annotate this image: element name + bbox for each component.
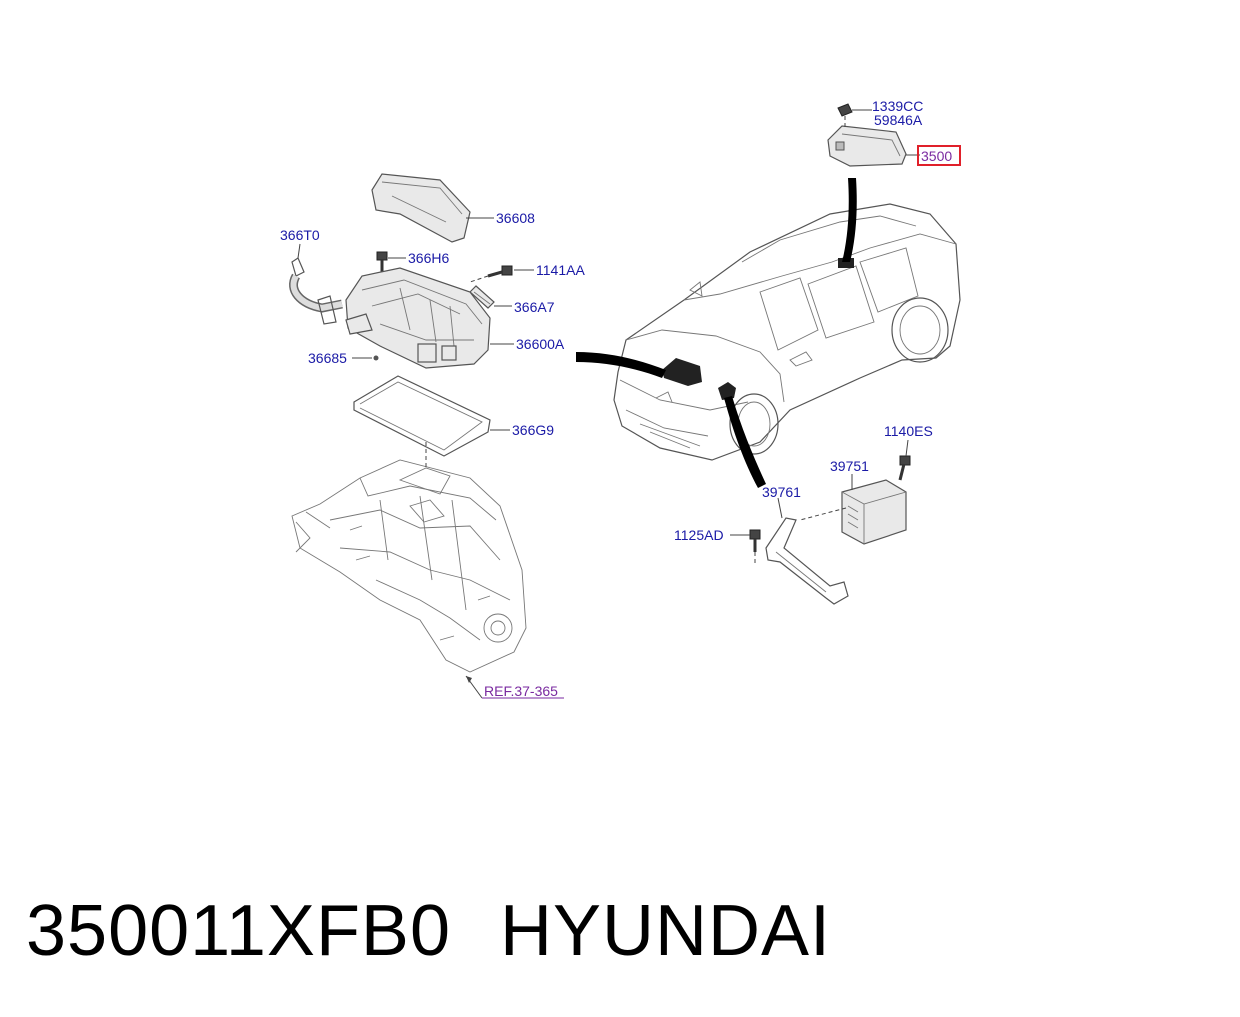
bolt-1140ES [898,439,911,481]
inverter-36600A [345,267,514,369]
label-39751: 39751 [830,458,869,474]
label-ref-37-365[interactable]: REF.37-365 [484,683,558,699]
label-1125AD: 1125AD [674,527,724,543]
highlight-box-3500[interactable] [917,145,961,166]
cover-36608 [371,173,494,243]
label-36685: 36685 [308,350,347,366]
bracket-39761 [765,497,849,605]
label-366G9: 366G9 [512,422,554,438]
gasket-366A7 [469,285,512,309]
label-1140ES: 1140ES [884,423,933,439]
control-unit-3500 [827,103,920,167]
ecu-39751 [799,474,907,545]
bolt-1125AD [730,529,761,566]
label-39761: 39761 [762,484,801,500]
parts-diagram: 366T0 366H6 36608 1141AA 366A7 36600A 36… [280,98,961,699]
motor-housing [291,442,564,699]
footer [0,850,1240,1017]
label-366A7: 366A7 [514,299,555,315]
part-number: 350011XFB0 [26,891,451,971]
label-36600A: 36600A [516,336,565,352]
vehicle-outline [613,203,961,461]
label-36608: 36608 [496,210,535,226]
gasket-366G9 [353,375,510,457]
bolt-1141AA [469,265,534,283]
label-59846A: 59846A [874,112,923,128]
label-1141AA: 1141AA [536,262,585,278]
label-1339CC: 1339CC [872,98,923,114]
pin-36685 [352,355,379,361]
brand-name: HYUNDAI [500,891,832,971]
label-3500[interactable]: 3500 [921,148,952,164]
pointer-arrows [576,178,857,488]
label-366H6: 366H6 [408,250,449,266]
hose-366T0 [289,243,343,325]
label-366T0: 366T0 [280,227,320,243]
